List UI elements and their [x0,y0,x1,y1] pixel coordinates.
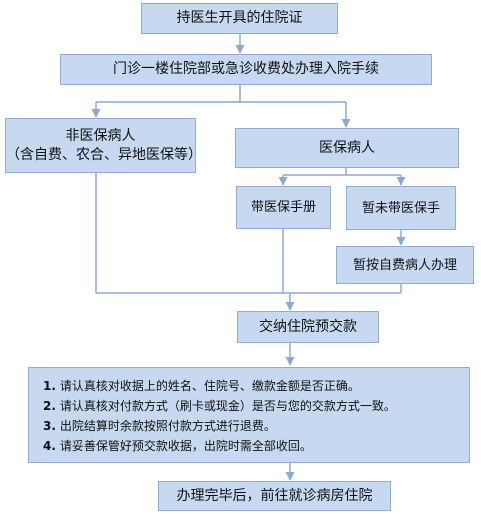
note-item: 1.请认真核对收据上的姓名、住院号、缴款金额是否正确。 [43,376,459,396]
note-number: 2. [43,399,56,413]
notes-box: 1.请认真核对收据上的姓名、住院号、缴款金额是否正确。 2.请认真核对付款方式（… [28,367,470,463]
deposit-label: 交纳住院预交款 [259,318,357,335]
final-box: 办理完毕后，前往就诊病房住院 [158,481,391,511]
start-label: 持医生开具的住院证 [176,10,303,26]
note-item: 4.请妥善保管好预交款收据，出院时需全部收回。 [43,436,459,456]
deposit-box: 交纳住院预交款 [237,311,379,343]
register-label: 门诊一楼住院部或急诊收费处办理入院手续 [113,61,379,77]
with-book-label: 带医保手册 [250,200,316,215]
note-number: 4. [43,439,56,453]
with-book-box: 带医保手册 [236,186,331,229]
non-insured-box: 非医保病人 （含自费、农合、异地医保等） [5,118,202,173]
register-box: 门诊一楼住院部或急诊收费处办理入院手续 [60,54,432,85]
note-text: 请认真核对付款方式（刷卡或现金）是否与您的交款方式一致。 [59,399,396,413]
note-text: 出院结算时余款按照付款方式进行退费。 [59,419,276,433]
insured-label: 医保病人 [319,139,375,156]
self-pay-label: 暂按自费病人办理 [352,257,457,273]
self-pay-box: 暂按自费病人办理 [336,246,474,284]
final-label: 办理完毕后，前往就诊病房住院 [176,487,373,504]
note-number: 3. [43,419,56,433]
note-text: 请认真核对收据上的姓名、住院号、缴款金额是否正确。 [59,379,360,393]
non-insured-title: 非医保病人 [65,127,136,144]
without-book-box: 暂未带医保手 [346,186,456,230]
note-text: 请妥善保管好预交款收据，出院时需全部收回。 [59,439,312,453]
note-number: 1. [43,379,56,393]
without-book-label: 暂未带医保手 [361,200,440,216]
non-insured-subtitle: （含自费、农合、异地医保等） [6,146,202,163]
note-item: 2.请认真核对付款方式（刷卡或现金）是否与您的交款方式一致。 [43,396,459,416]
start-box: 持医生开具的住院证 [141,3,338,34]
note-item: 3.出院结算时余款按照付款方式进行退费。 [43,416,459,436]
insured-box: 医保病人 [235,128,459,168]
